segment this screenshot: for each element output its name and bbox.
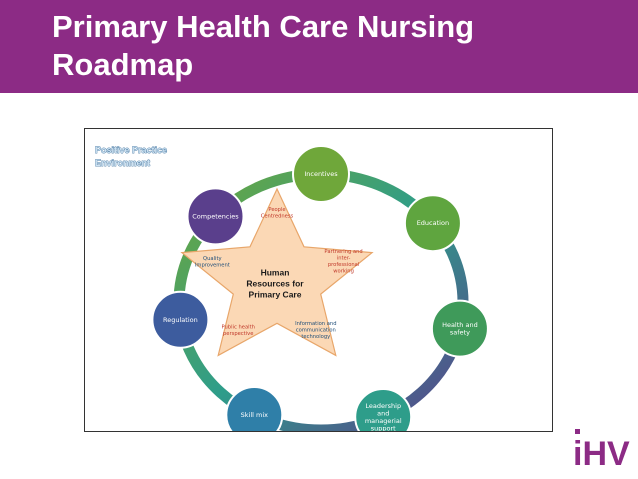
ring-node-label-line: Skill mix (241, 411, 269, 419)
ring-node-label-line: Regulation (163, 316, 198, 324)
ring-node (225, 386, 284, 431)
center-label-line: Resources for (246, 278, 304, 288)
ring-node-label-line: and (377, 409, 389, 417)
ring-node (430, 299, 489, 358)
star-point-label-line: People (268, 207, 285, 213)
ring-node-label: Regulation (163, 316, 198, 324)
ring-node-label: Education (417, 219, 449, 227)
star-point-label-line: Partnering and (324, 249, 362, 255)
ring-node-label: Incentives (304, 170, 338, 178)
environment-label-line: Environment (95, 158, 150, 168)
ring-node (403, 194, 462, 253)
ihv-logo: iHV (573, 429, 630, 469)
title-banner (0, 0, 638, 93)
ring-node-label-line: Incentives (304, 170, 338, 178)
star-point-label-line: professional (328, 262, 359, 268)
slide-title: Primary Health Care Nursing Roadmap (52, 8, 612, 84)
star-point-label-line: communication (296, 328, 336, 334)
star-point-label-line: inter- (337, 255, 351, 261)
ring-node-label-line: support (371, 424, 396, 431)
ring-node-label: Skill mix (241, 411, 269, 419)
logo-dot (575, 429, 580, 434)
center-label-line: Human (261, 267, 290, 277)
star-point-label-line: Information and (295, 321, 336, 327)
ring-node (186, 187, 245, 246)
ring-node-label-line: Competencies (192, 212, 239, 220)
ring-node-label-line: Leadership (365, 402, 401, 410)
star-point-label-line: Public health (221, 324, 254, 330)
ring-node (292, 145, 350, 203)
star-point-label-line: Improvement (195, 262, 230, 268)
logo-text: iHV (573, 435, 630, 469)
ring-node (151, 290, 210, 349)
ring-node-label-line: Education (417, 219, 449, 227)
slide-title-line-2: Roadmap (52, 47, 194, 82)
ring-node-label-line: managerial (365, 417, 402, 425)
center-label-line: Primary Care (249, 289, 302, 299)
environment-label-line: Positive Practice (95, 145, 167, 155)
center-star (180, 187, 374, 357)
slide-title-line-1: Primary Health Care Nursing (52, 9, 475, 44)
ring-node-label-line: Health and (442, 321, 478, 329)
ring-node (354, 388, 413, 431)
star-point-label-line: working (333, 268, 354, 274)
ring-node-label-line: safety (450, 328, 470, 336)
star-point-label-line: technology (301, 334, 330, 340)
star-point-label-line: Quality (203, 256, 222, 262)
star-point-label-line: Centredness (261, 214, 294, 220)
star-point-label-line: perspective (223, 331, 253, 337)
ring-node-label: Competencies (192, 212, 239, 220)
